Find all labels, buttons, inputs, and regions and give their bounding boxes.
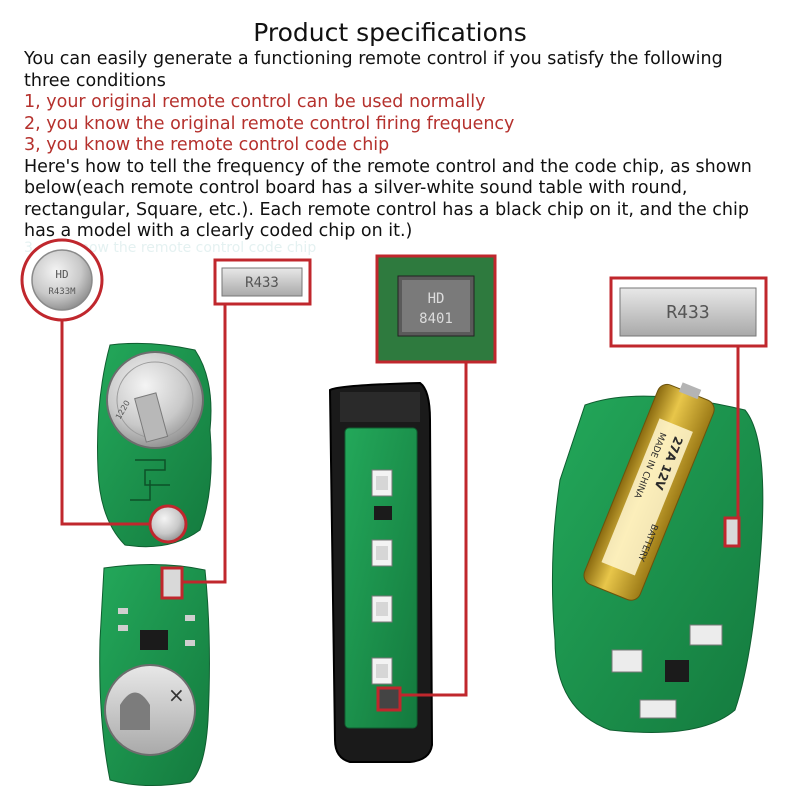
round-resonator-highlight [148, 504, 188, 544]
rect-resonator-a-label: R433 [245, 275, 279, 291]
callout-round-resonator: HD R433M [20, 238, 104, 322]
callout-rect-resonator-a: R433 [213, 258, 312, 306]
rect-resonator-small-highlight [160, 566, 184, 600]
ghost-watermark-text: 3, you know the remote control code chip [24, 240, 317, 256]
page-title: Product specifications [253, 18, 527, 47]
callout-rect-resonator-b: R433 [609, 276, 768, 348]
rect-resonator-b-label: R433 [666, 302, 709, 323]
condition-2: 2, you know the original remote control … [24, 113, 515, 134]
right-board: 27A 12V MADE IN CHINA BATTERY [551, 382, 764, 733]
battery-icon: 27A 12V MADE IN CHINA BATTERY [583, 382, 715, 601]
round-resonator-label-2: R433M [48, 287, 76, 297]
condition-1: 1, your original remote control can be u… [24, 92, 486, 112]
left-lower-board: × [99, 563, 210, 787]
rect-resonator-right-highlight [723, 516, 741, 548]
condition-3: 3, you know the remote control code chip [24, 135, 390, 155]
explanation-text: Here's how to tell the frequency of the … [24, 156, 752, 242]
round-resonator-label-1: HD [55, 268, 68, 281]
callout-chip: HD 8401 [375, 254, 497, 364]
intro-text-block: You can easily generate a functioning re… [24, 49, 764, 243]
center-remote [328, 381, 434, 763]
svg-text:×: × [168, 683, 185, 707]
chip-highlight [376, 686, 402, 712]
left-upper-board: 1220 [97, 342, 212, 548]
tact-switch-icons [371, 469, 393, 685]
chip-label-1: HD [428, 291, 445, 307]
chip-label-2: 8401 [419, 311, 453, 327]
intro-line: You can easily generate a functioning re… [24, 49, 723, 91]
